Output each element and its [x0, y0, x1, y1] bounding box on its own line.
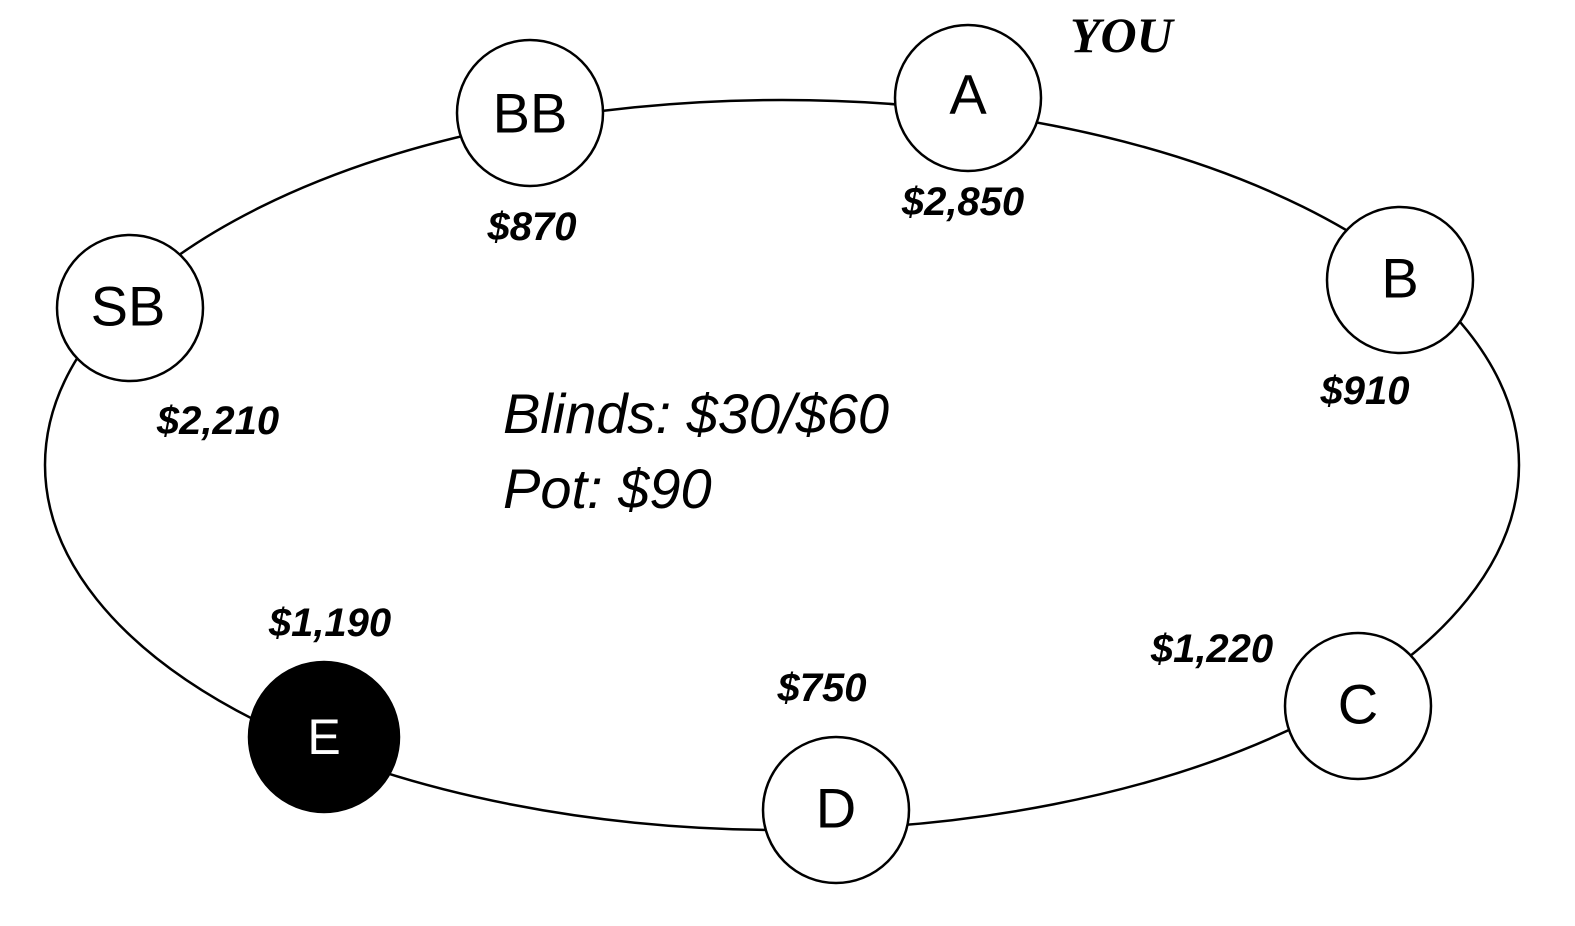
seat-a-label: A	[949, 63, 987, 126]
seat-c: C $1,220	[1150, 627, 1433, 781]
pot-text: Pot: $90	[503, 457, 712, 520]
seat-a-stack: $2,850	[901, 180, 1024, 224]
seat-c-stack: $1,220	[1150, 627, 1273, 671]
seat-d: D $750	[761, 666, 911, 885]
seat-b-stack: $910	[1320, 369, 1410, 413]
blinds-text: Blinds: $30/$60	[503, 382, 889, 445]
seat-c-label: C	[1338, 673, 1378, 736]
seat-e-stack: $1,190	[268, 601, 391, 645]
seat-sb: SB $2,210	[55, 233, 279, 443]
you-marker: YOU	[1070, 7, 1176, 63]
seat-d-stack: $750	[777, 666, 867, 710]
seat-e-dealer: E $1,190	[247, 601, 401, 814]
seat-b: B $910	[1320, 205, 1475, 413]
seat-b-label: B	[1381, 247, 1418, 310]
seat-sb-stack: $2,210	[156, 399, 279, 443]
seat-e-label: E	[307, 709, 340, 765]
seat-bb-stack: $870	[487, 205, 577, 249]
seat-a: A $2,850	[893, 23, 1043, 224]
seat-bb-label: BB	[493, 82, 568, 145]
seat-bb: BB $870	[455, 38, 605, 249]
seat-sb-label: SB	[91, 275, 166, 338]
seat-d-label: D	[816, 777, 856, 840]
